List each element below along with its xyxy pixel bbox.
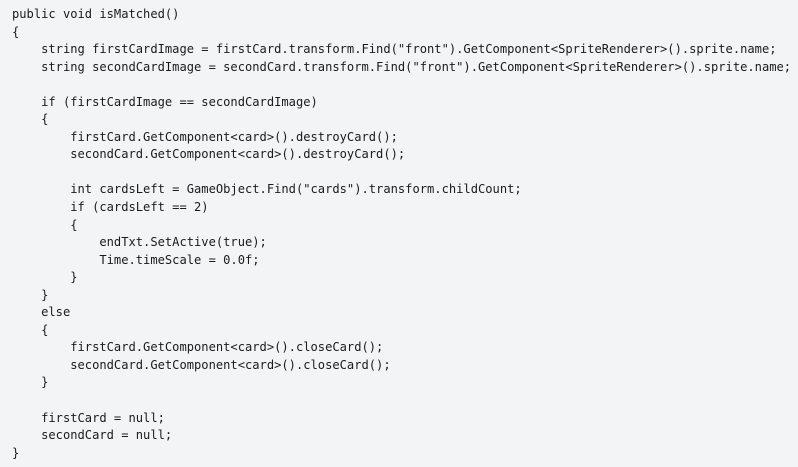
- code-line: endTxt.SetActive(true);: [12, 235, 267, 250]
- code-line: firstCard.GetComponent<card>().closeCard…: [12, 340, 384, 355]
- code-line: {: [12, 322, 49, 337]
- code-line: [12, 76, 798, 94]
- code-line: firstCard.GetComponent<card>().destroyCa…: [12, 129, 398, 144]
- code-line: string firstCardImage = firstCard.transf…: [12, 42, 777, 57]
- code-line: if (cardsLeft == 2): [12, 200, 209, 215]
- code-line: {: [12, 24, 20, 39]
- code-line: }: [12, 375, 49, 390]
- code-line: string secondCardImage = secondCard.tran…: [12, 59, 792, 74]
- code-line: [12, 392, 798, 410]
- code-line: secondCard = null;: [12, 428, 173, 443]
- code-line: if (firstCardImage == secondCardImage): [12, 94, 318, 109]
- code-line: [12, 164, 798, 182]
- code-line: }: [12, 270, 78, 285]
- code-line: secondCard.GetComponent<card>().closeCar…: [12, 357, 391, 372]
- code-line: }: [12, 445, 20, 460]
- code-line: secondCard.GetComponent<card>().destroyC…: [12, 147, 406, 162]
- code-line: public void isMatched(): [12, 7, 180, 21]
- code-line: {: [12, 217, 78, 232]
- code-line: else: [12, 305, 71, 320]
- code-line: {: [12, 112, 49, 127]
- code-line: firstCard = null;: [12, 410, 165, 425]
- code-line: }: [12, 287, 49, 302]
- code-line: Time.timeScale = 0.0f;: [12, 252, 260, 267]
- code-line: int cardsLeft = GameObject.Find("cards")…: [12, 182, 522, 197]
